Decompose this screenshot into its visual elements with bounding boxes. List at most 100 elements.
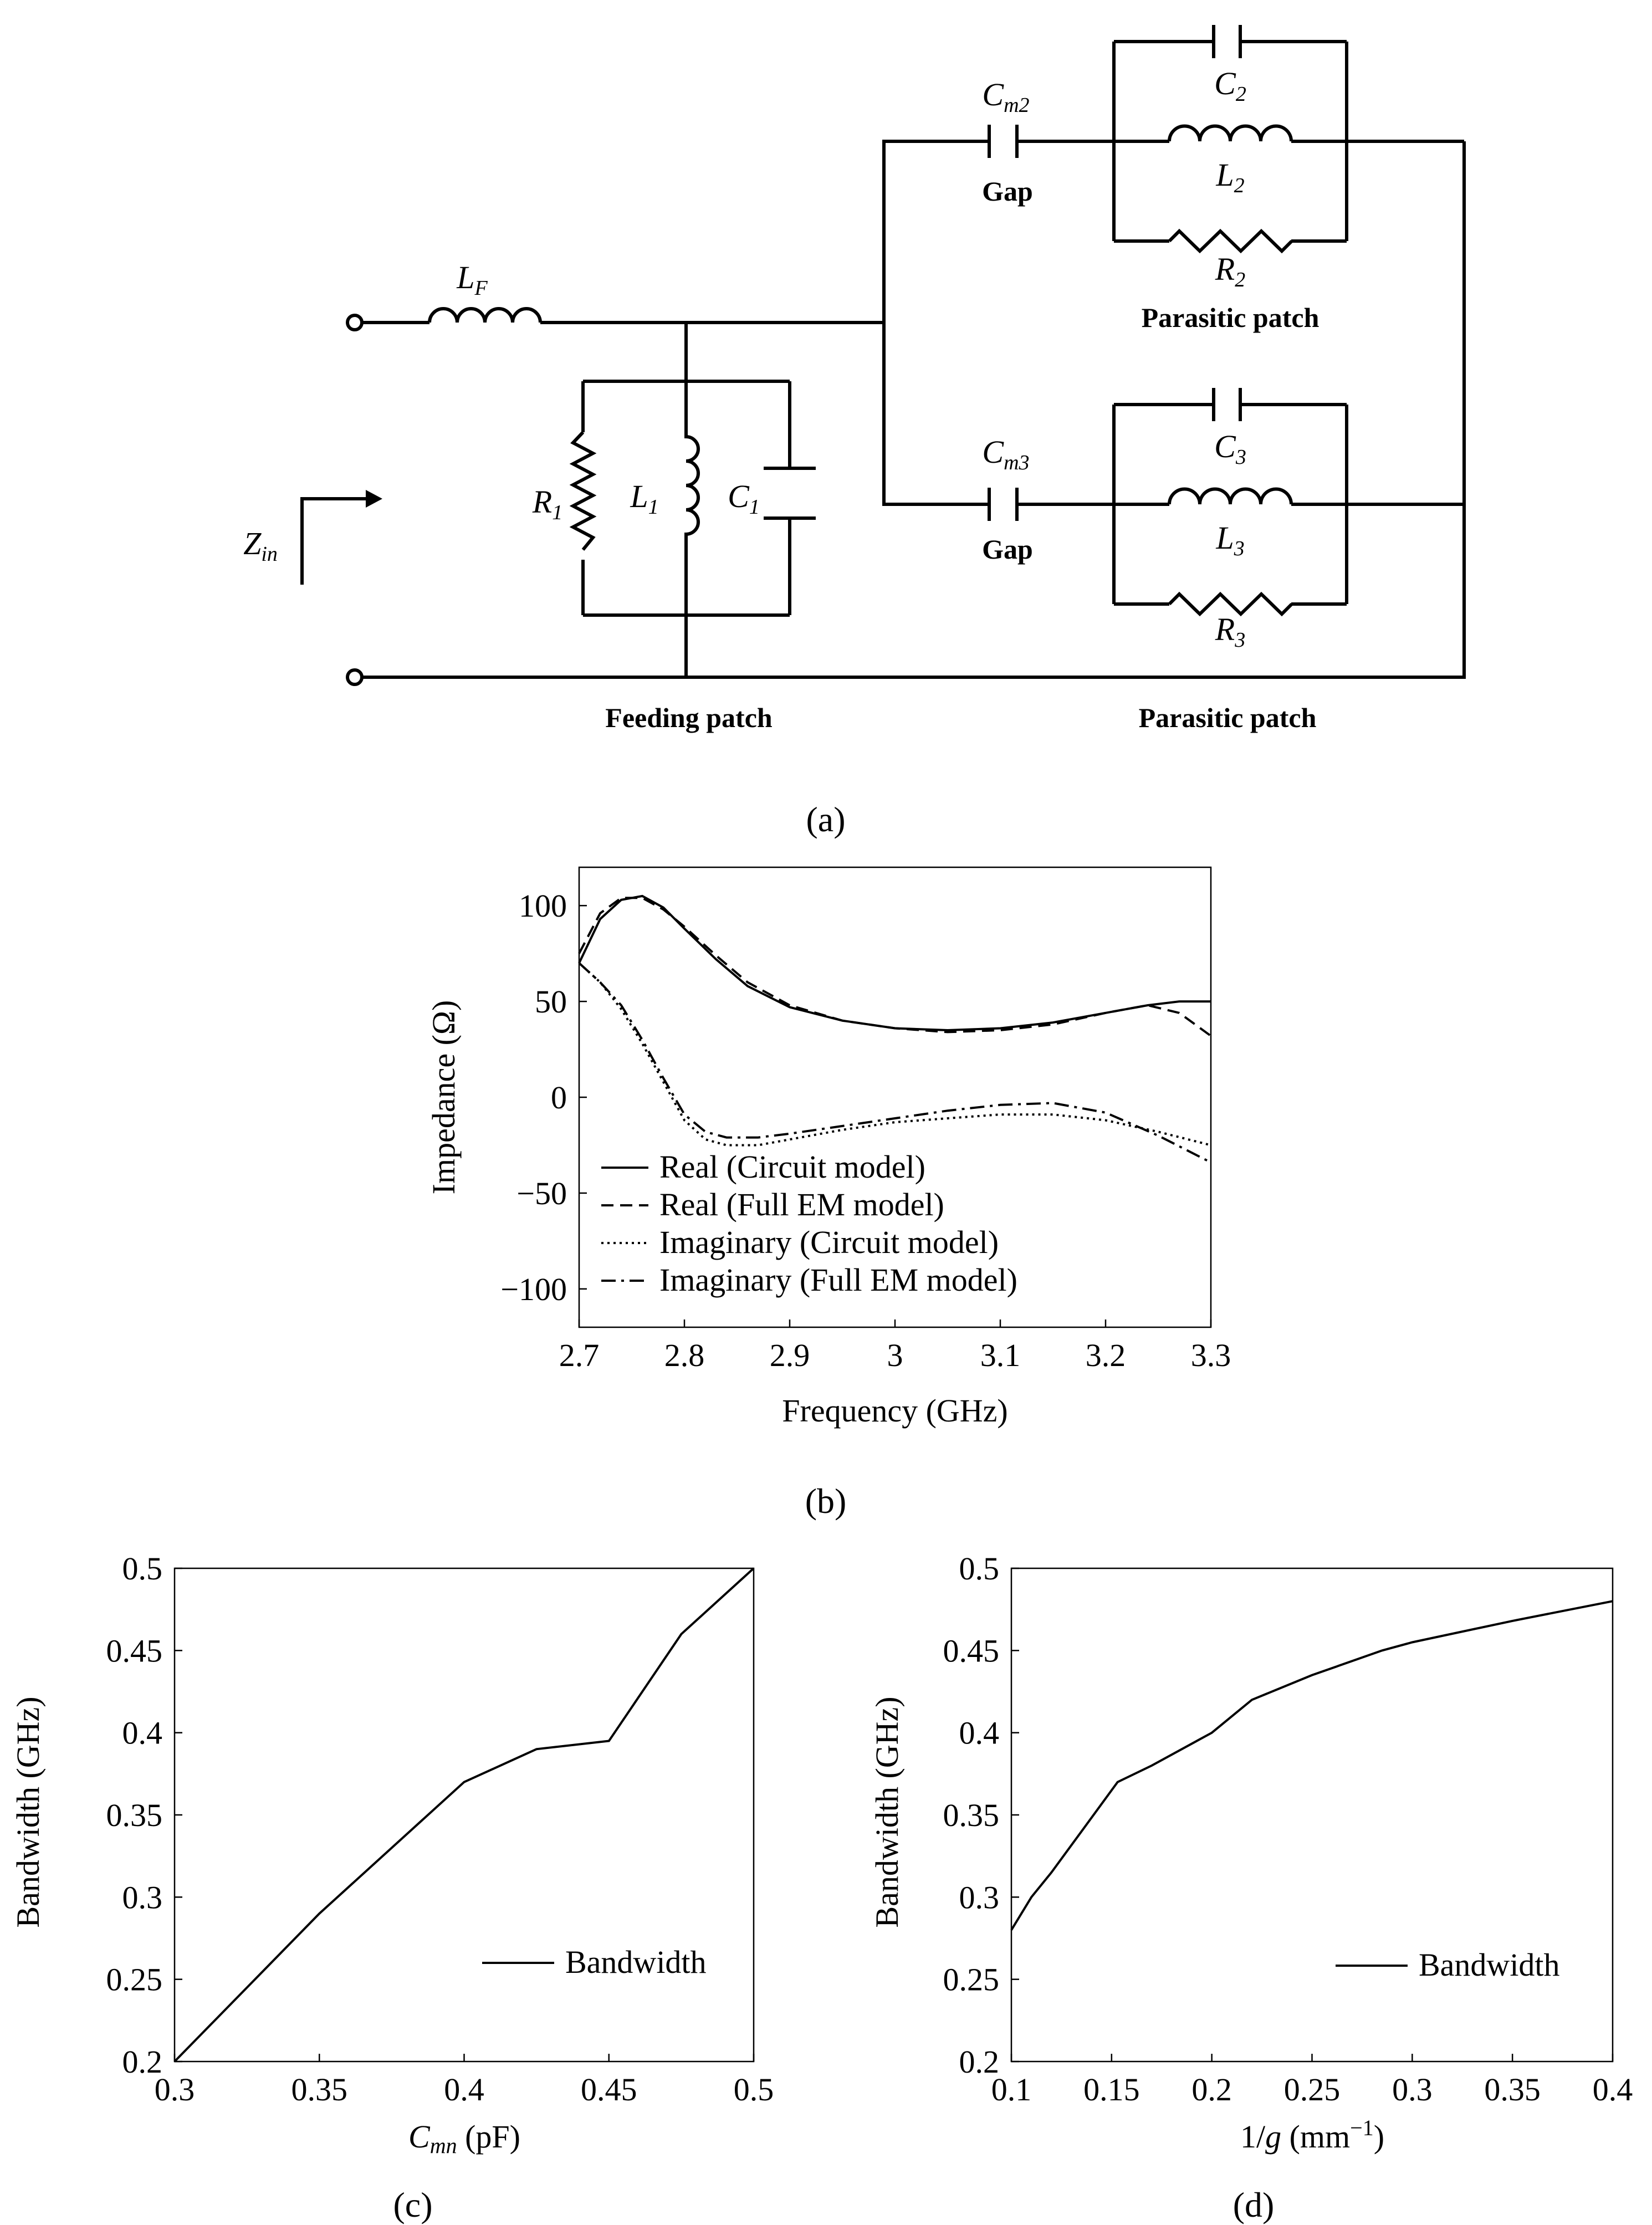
capacitor-C2: [1212, 25, 1242, 58]
zin-arrow-head: [366, 490, 382, 508]
y-tick-label: 0.5: [122, 1551, 163, 1587]
label-R2: R2: [1215, 251, 1245, 291]
y-tick-label: 0.3: [122, 1879, 163, 1915]
y-tick-label: 0.4: [122, 1715, 163, 1751]
gap-label-bottom: Gap: [982, 534, 1033, 565]
capacitor-C1: [764, 467, 816, 520]
label-LF: LF: [456, 259, 488, 300]
inductor-L3: [1168, 487, 1293, 505]
label-L2: L2: [1215, 157, 1244, 197]
series-line-0: [173, 1567, 755, 2063]
y-tick-label: 0.5: [959, 1551, 1000, 1587]
y-tick-label: 0.35: [943, 1797, 1000, 1833]
y-tick-label: 0.45: [943, 1633, 1000, 1669]
x-tick-label: 0.4: [444, 2071, 484, 2108]
x-tick-label: 0.2: [1191, 2071, 1232, 2108]
caption-a: (a): [806, 800, 845, 839]
capacitor-Cm2: [988, 125, 1114, 158]
plot-frame: [1010, 1567, 1614, 2063]
parasitic-tank-2-frame: [1112, 40, 1464, 243]
legend-label: Bandwidth: [1419, 1947, 1560, 1983]
series-line-2: [578, 962, 1211, 1147]
x-tick-label: 0.35: [291, 2071, 348, 2108]
label-R1: R1: [532, 484, 562, 524]
legend: Bandwidth: [482, 1944, 707, 1980]
x-tick-label: 3: [887, 1337, 903, 1373]
inductor-L1: [684, 381, 700, 615]
x-tick-label: 3.2: [1086, 1337, 1126, 1373]
caption-d: (d): [1233, 2185, 1275, 2224]
parasitic-patch-label-bottom: Parasitic patch: [1139, 702, 1317, 733]
x-tick-label: 0.35: [1484, 2071, 1541, 2108]
y-tick-label: 0.2: [122, 2044, 163, 2080]
label-C3: C3: [1214, 428, 1246, 469]
gap-label-top: Gap: [982, 176, 1033, 207]
x-tick-label: 0.3: [1392, 2071, 1433, 2108]
x-tick-label: 2.8: [664, 1337, 705, 1373]
impedance-chart: 2.7 2.8 2.9 3 3.1 3.2 3.3 100 50 0 −50 −100 Frequen…: [426, 866, 1231, 1521]
label-L1: L1: [630, 478, 658, 519]
label-L3: L3: [1215, 520, 1244, 560]
x-tick-label: 0.25: [1284, 2071, 1341, 2108]
data-lines: [173, 1567, 755, 2063]
data-lines: [1010, 1600, 1613, 1931]
x-tick-label: 0.4: [1593, 2071, 1633, 2108]
series-line-0: [1010, 1600, 1613, 1931]
y-tick-label: 0: [551, 1080, 567, 1116]
y-tick-label: 50: [535, 984, 567, 1020]
inductor-L2: [1168, 124, 1293, 142]
capacitor-C3: [1212, 388, 1242, 421]
input-terminal-top: [346, 314, 364, 331]
x-axis-label: Frequency (GHz): [782, 1393, 1007, 1429]
axis-ticks: 0.3 0.35 0.4 0.45 0.5 0.5 0.45 0.4 0.35 0.3 0.25 0.…: [106, 1551, 774, 2108]
y-tick-label: 0.35: [106, 1797, 163, 1833]
parasitic-patch-label-top: Parasitic patch: [1142, 302, 1319, 333]
x-axis-label: 1/g (mm−1): [1240, 2115, 1384, 2155]
caption-c: (c): [393, 2185, 432, 2224]
bandwidth-vs-cmn-chart: 0.3 0.35 0.4 0.45 0.5 0.5 0.45 0.4 0.35 0.3 0.25 0.…: [10, 1551, 774, 2224]
legend-label: Imaginary (Full EM model): [659, 1262, 1017, 1298]
y-axis-label: Bandwidth (GHz): [10, 1696, 46, 1927]
legend-label: Real (Circuit model): [659, 1149, 925, 1185]
x-tick-label: 0.5: [734, 2071, 774, 2108]
legend-label: Bandwidth: [565, 1944, 707, 1980]
series-line-3: [578, 962, 1211, 1164]
x-tick-label: 0.15: [1083, 2071, 1140, 2108]
y-tick-label: 0.25: [943, 1962, 1000, 1998]
legend: Bandwidth: [1336, 1947, 1560, 1983]
label-C1: C1: [728, 478, 760, 519]
resistor-R1: [569, 431, 597, 551]
label-C2: C2: [1214, 65, 1246, 106]
data-lines: [578, 894, 1212, 1164]
x-tick-label: 3.1: [980, 1337, 1021, 1373]
input-terminal-bottom: [346, 668, 364, 686]
series-line-1: [578, 897, 1212, 1037]
y-tick-label: 100: [519, 888, 567, 924]
parasitic-tank-3-frame: [1112, 403, 1464, 606]
x-tick-label: 0.1: [991, 2071, 1032, 2108]
caption-b: (b): [805, 1481, 847, 1521]
resistor-R2: [1168, 228, 1293, 254]
x-axis-label: Cmn (pF): [408, 2119, 520, 2158]
zin-arrow: [300, 497, 369, 585]
resistor-R3: [1168, 591, 1293, 617]
y-tick-label: −100: [500, 1271, 567, 1307]
y-tick-label: 0.25: [106, 1962, 163, 1998]
ground-line: [362, 141, 1466, 679]
x-tick-label: 2.9: [770, 1337, 810, 1373]
x-tick-label: 2.7: [559, 1337, 600, 1373]
x-tick-label: 0.3: [155, 2071, 195, 2108]
x-tick-label: 3.3: [1191, 1337, 1231, 1373]
capacitor-Cm3: [988, 488, 1114, 521]
branch-line: [882, 140, 989, 506]
y-axis-label: Bandwidth (GHz): [869, 1696, 905, 1927]
plot-frame: [173, 1567, 755, 2063]
y-tick-label: 0.45: [106, 1633, 163, 1669]
y-tick-label: −50: [516, 1175, 567, 1211]
x-tick-label: 0.45: [581, 2071, 637, 2108]
y-axis-label: Impedance (Ω): [426, 1000, 462, 1195]
circuit-diagram: LF R1 L1 C1 Zin Cm2 Cm3 C2 L2 R2 C3 L3 R…: [243, 25, 1466, 839]
